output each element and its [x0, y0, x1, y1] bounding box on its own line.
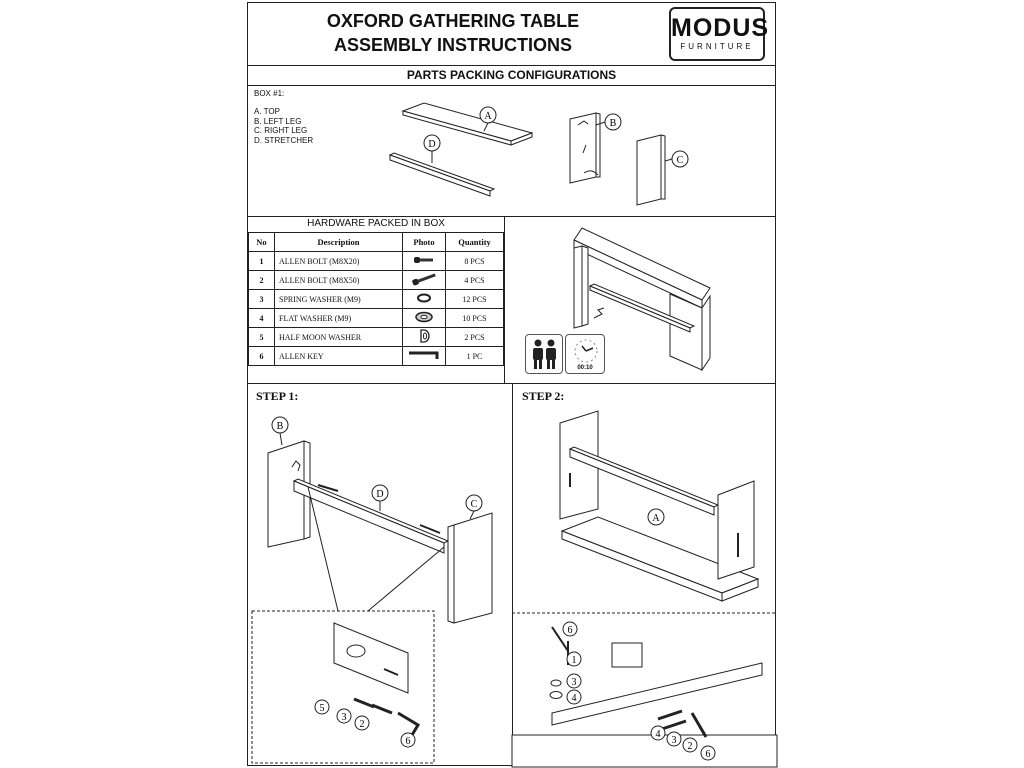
callout-6: 6	[406, 736, 411, 747]
callout-a: A	[652, 513, 660, 524]
brand-logo: MODUS FURNITURE	[669, 7, 770, 61]
callout-b: B	[610, 118, 617, 129]
parts-illustration: A B C D	[388, 102, 689, 206]
callout-3: 3	[572, 677, 577, 688]
table-header-row: No Description Photo Quantity	[248, 232, 504, 252]
callout-3: 3	[672, 735, 677, 746]
spring-washer-icon	[402, 289, 446, 309]
instruction-sheet: OXFORD GATHERING TABLE ASSEMBLY INSTRUCT…	[247, 2, 778, 768]
callout-d: D	[428, 139, 435, 150]
short-bolt-icon	[402, 251, 446, 271]
callout-4: 4	[572, 693, 577, 704]
logo-subtitle: FURNITURE	[680, 42, 754, 51]
callout-1: 1	[572, 655, 577, 666]
col-quantity: Quantity	[445, 232, 504, 252]
clock-icon: 00:10	[565, 334, 605, 374]
hardware-heading: HARDWARE PACKED IN BOX	[307, 218, 445, 229]
step-2-illustration: A 6 1 3 4 4 3 2 6	[511, 410, 778, 768]
part-item: C. RIGHT LEG	[254, 126, 308, 135]
callout-6: 6	[568, 625, 573, 636]
time-label: 00:10	[577, 365, 593, 371]
two-person-icon	[525, 334, 563, 374]
callout-2: 2	[360, 719, 365, 730]
callout-2: 2	[688, 741, 693, 752]
col-photo: Photo	[402, 232, 446, 252]
table-row: 6 ALLEN KEY 1 PC	[248, 346, 504, 366]
page-title: OXFORD GATHERING TABLE ASSEMBLY INSTRUCT…	[288, 9, 618, 57]
callout-a: A	[484, 111, 492, 122]
callout-6: 6	[706, 749, 711, 760]
callout-5: 5	[320, 703, 325, 714]
table-overview-illustration	[573, 227, 711, 372]
step-1-illustration: B D C 5 3 2 6	[251, 416, 493, 764]
callout-d: D	[376, 489, 383, 500]
allen-key-icon	[402, 346, 446, 366]
table-row: 4 FLAT WASHER (M9) 10 PCS	[248, 308, 504, 328]
step-1-label: STEP 1:	[256, 389, 299, 403]
logo-wordmark: MODUS	[671, 14, 770, 42]
part-item: A. TOP	[254, 107, 280, 116]
title-line-2: ASSEMBLY INSTRUCTIONS	[333, 35, 573, 55]
table-row: 1 ALLEN BOLT (M8X20) 8 PCS	[248, 251, 504, 271]
callout-3: 3	[342, 712, 347, 723]
part-item: D. STRETCHER	[254, 135, 314, 145]
half-moon-washer-icon	[402, 327, 446, 347]
hardware-table: No Description Photo Quantity 1 ALLEN BO…	[248, 232, 504, 366]
callout-c: C	[677, 155, 684, 166]
box-label: BOX #1:	[254, 89, 285, 98]
title-line-1: OXFORD GATHERING TABLE	[326, 11, 580, 31]
callout-c: C	[471, 499, 478, 510]
long-bolt-icon	[402, 270, 446, 290]
callout-b: B	[277, 421, 284, 432]
parts-list: A. TOP B. LEFT LEG C. RIGHT LEG D. STRET…	[254, 107, 313, 145]
callout-4: 4	[656, 729, 661, 740]
part-item: B. LEFT LEG	[254, 116, 302, 126]
table-row: 2 ALLEN BOLT (M8X50) 4 PCS	[248, 270, 504, 290]
flat-washer-icon	[402, 308, 446, 328]
col-no: No	[248, 232, 275, 252]
table-row: 5 HALF MOON WASHER 2 PCS	[248, 327, 504, 347]
step-2-label: STEP 2:	[522, 389, 565, 403]
packing-heading: PARTS PACKING CONFIGURATIONS	[406, 68, 617, 82]
table-row: 3 SPRING WASHER (M9) 12 PCS	[248, 289, 504, 309]
col-description: Description	[274, 232, 403, 252]
